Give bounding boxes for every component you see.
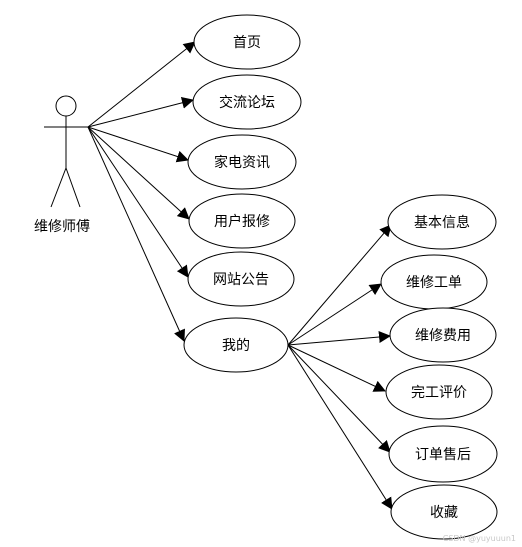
actor-right-leg	[65, 167, 81, 208]
use-case-label: 维修费用	[415, 328, 471, 344]
use-case-site-notice[interactable]: 网站公告	[187, 251, 295, 307]
use-case-label: 订单售后	[415, 447, 471, 463]
arrow-to-mine	[87, 126, 185, 342]
use-case-ellipse[interactable]	[183, 317, 289, 373]
use-case-appliance-info[interactable]: 家电资讯	[187, 134, 297, 190]
use-case-label: 用户报修	[214, 213, 270, 230]
use-case-forum[interactable]: 交流论坛	[192, 74, 302, 130]
use-case-label: 我的	[222, 338, 250, 354]
use-case-basic-info[interactable]: 基本信息	[387, 194, 497, 250]
use-case-mine[interactable]: 我的	[183, 317, 289, 373]
use-case-repair-fee[interactable]: 维修费用	[389, 307, 497, 363]
use-case-ellipse[interactable]	[389, 307, 497, 363]
mine-associations	[287, 224, 393, 510]
use-case-ellipse[interactable]	[187, 251, 295, 307]
arrow-to-completion-review	[287, 344, 386, 392]
use-case-label: 基本信息	[414, 214, 470, 231]
arrow-to-repair-order	[287, 283, 382, 346]
actor-left-leg	[50, 167, 67, 208]
use-case-repair-order[interactable]: 维修工单	[380, 254, 488, 310]
actor-head	[55, 95, 77, 117]
use-case-ellipse[interactable]	[387, 194, 497, 250]
use-case-home[interactable]: 首页	[193, 14, 301, 70]
use-case-ellipse[interactable]	[193, 14, 301, 70]
use-case-after-sales[interactable]: 订单售后	[388, 425, 498, 483]
arrow-to-home	[87, 41, 196, 128]
use-case-label: 首页	[233, 35, 261, 51]
arrow-to-user-report	[87, 126, 190, 220]
arrow-to-forum	[87, 96, 194, 128]
actor: 维修师傅	[34, 95, 90, 235]
use-case-label: 收藏	[430, 505, 458, 521]
use-case-label: 网站公告	[213, 272, 269, 288]
arrow-to-basic-info	[287, 224, 392, 346]
use-case-label: 完工评价	[411, 385, 467, 401]
actor-label: 维修师傅	[34, 219, 90, 235]
arrow-to-after-sales	[287, 344, 391, 453]
use-case-ellipse[interactable]	[187, 134, 297, 190]
use-case-user-report[interactable]: 用户报修	[188, 193, 296, 249]
use-case-favorites[interactable]: 收藏	[390, 484, 498, 540]
use-case-ellipse[interactable]	[388, 425, 498, 483]
use-case-label: 交流论坛	[219, 94, 275, 111]
arrow-to-repair-fee	[287, 330, 391, 346]
arrow-to-site-notice	[87, 126, 189, 278]
use-case-completion-review[interactable]: 完工评价	[385, 364, 493, 420]
use-case-ellipse[interactable]	[385, 364, 493, 420]
use-case-label: 家电资讯	[214, 154, 270, 171]
use-case-ellipse[interactable]	[390, 484, 498, 540]
watermark: CSDN @yuyuuun1	[443, 534, 516, 543]
use-case-label: 维修工单	[406, 275, 462, 291]
actor-associations	[87, 41, 196, 342]
arrow-to-favorites	[287, 344, 393, 510]
use-case-ellipse[interactable]	[188, 193, 296, 249]
use-case-ellipse[interactable]	[192, 74, 302, 130]
arrow-to-appliance-info	[87, 126, 189, 163]
